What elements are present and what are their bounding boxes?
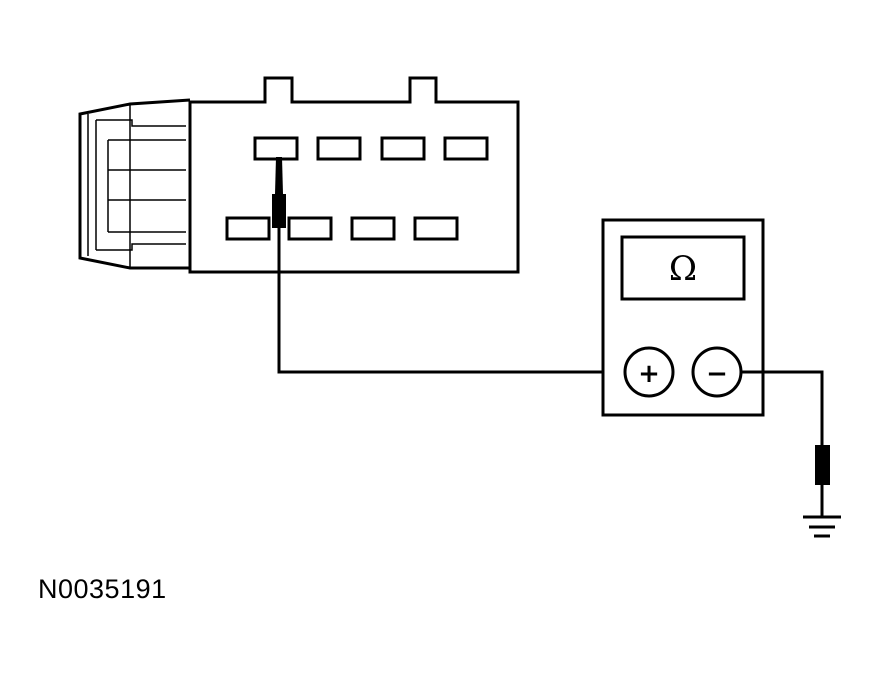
cavity-lower-2 (287, 216, 333, 241)
cavity-upper-3 (380, 136, 426, 161)
cavity-upper-1 (253, 136, 299, 161)
negative-terminal-label: − (706, 359, 728, 389)
meter-display (620, 235, 746, 301)
probe-icon (272, 157, 286, 228)
positive-terminal (623, 346, 675, 398)
cavity-lower-1 (225, 216, 271, 241)
ohm-symbol: Ω (669, 249, 697, 289)
positive-test-lead (277, 228, 626, 374)
ground-icon (803, 515, 841, 538)
cavity-upper-4 (443, 136, 489, 161)
cavity-lower-3 (350, 216, 396, 241)
cavity-upper-2 (316, 136, 362, 161)
figure-reference-id: N0035191 (38, 574, 167, 604)
multimeter-icon: Ω + − (601, 218, 765, 417)
cavity-lower-4 (413, 216, 459, 241)
negative-test-lead (741, 370, 830, 516)
connector-icon (78, 76, 520, 274)
positive-terminal-label: + (638, 359, 660, 389)
